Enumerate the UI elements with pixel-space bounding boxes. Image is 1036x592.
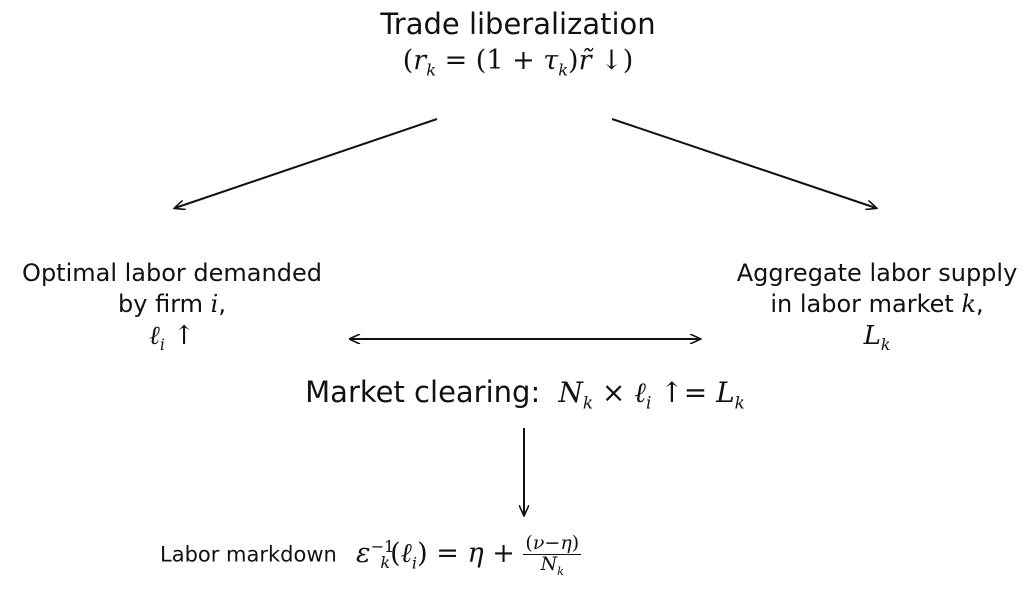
market-clearing-math: Nk × ℓi ↑= Lk <box>558 376 745 413</box>
market-clearing-node: Market clearing: Nk × ℓi ↑= Lk <box>240 374 810 413</box>
arrow-to-labor-demand <box>175 118 438 208</box>
labor-supply-line2: in labor market k, <box>770 290 984 319</box>
labor-demand-math: ℓi ↑ <box>149 321 195 355</box>
tariff-formula: (rk = (1 + τk)r̃ ↓) <box>402 45 634 80</box>
labor-supply-math: Lk <box>863 321 891 355</box>
labor-demand-node: Optimal labor demanded by firm i, ℓi ↑ <box>2 258 342 354</box>
market-clearing-label: Market clearing: <box>305 375 541 409</box>
arrow-to-labor-supply <box>611 118 876 208</box>
labor-supply-line1: Aggregate labor supply <box>736 259 1018 287</box>
labor-markdown-node: Labor markdown ε−1k(ℓi) = η + (ν−η)Nk <box>160 532 760 578</box>
labor-supply-node: Aggregate labor supply in labor market k… <box>718 258 1036 354</box>
labor-demand-line2: by firm i, <box>118 290 226 319</box>
labor-demand-line1: Optimal labor demanded <box>22 259 322 287</box>
labor-markdown-label: Labor markdown <box>160 542 337 567</box>
node-title: Trade liberalization <box>380 7 656 41</box>
labor-markdown-math: ε−1k(ℓi) = η + (ν−η)Nk <box>355 532 582 578</box>
trade-liberalization-node: Trade liberalization (rk = (1 + τk)r̃ ↓) <box>318 6 718 78</box>
